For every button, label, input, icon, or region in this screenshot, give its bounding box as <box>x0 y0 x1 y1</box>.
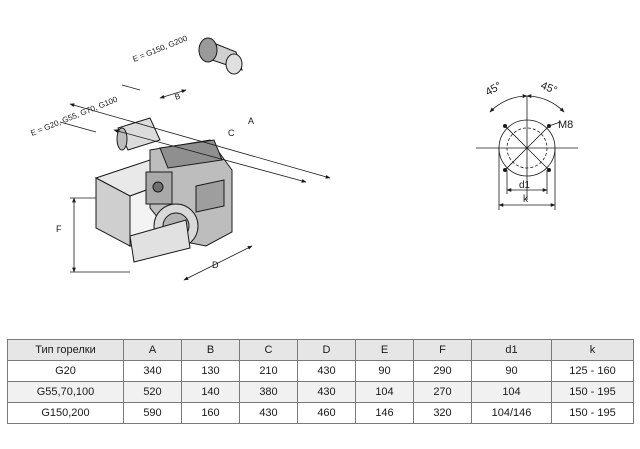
table-cell: 90 <box>355 360 414 382</box>
header-f: F <box>413 339 472 361</box>
header-c: C <box>239 339 298 361</box>
table-cell: 104 <box>355 381 414 403</box>
table-cell: 104/146 <box>471 402 552 424</box>
table-cell: 130 <box>181 360 240 382</box>
table-cell: 104 <box>471 381 552 403</box>
table-row: G150,200 590 160 430 460 146 320 104/146… <box>7 402 634 424</box>
header-type: Тип горелки <box>7 339 124 361</box>
table-cell: G20 <box>7 360 124 382</box>
table-cell: 150 - 195 <box>551 402 634 424</box>
table-cell: 430 <box>239 402 298 424</box>
header-e: E <box>355 339 414 361</box>
flange-bolt-label: M8 <box>558 119 573 131</box>
table-cell: 150 - 195 <box>551 381 634 403</box>
header-b: B <box>181 339 240 361</box>
dimension-a-label: A <box>248 116 254 126</box>
table-cell: 125 - 160 <box>551 360 634 382</box>
table-cell: 460 <box>297 402 356 424</box>
burner-body <box>94 139 233 263</box>
table-cell: G150,200 <box>7 402 124 424</box>
dimension-b-label: B <box>173 92 181 102</box>
table-cell: 140 <box>181 381 240 403</box>
table-cell: 210 <box>239 360 298 382</box>
dimension-e-large-label: E = G150, G200 <box>131 34 189 64</box>
table-cell: G55,70,100 <box>7 381 124 403</box>
dimension-c-label: C <box>228 128 235 138</box>
flange-angle-right-label: 45° <box>539 80 559 97</box>
table-cell: 520 <box>123 381 182 403</box>
dimension-d-label: D <box>212 260 219 270</box>
burner-dimension-drawing: E = G20, G55, G70, G100 E = G150, G200 A… <box>29 34 578 281</box>
flange-diagram <box>476 94 578 210</box>
dimension-e-small-label: E = G20, G55, G70, G100 <box>29 95 119 138</box>
table-cell: 290 <box>413 360 472 382</box>
flange-k-label: k <box>523 194 529 205</box>
table-cell: 430 <box>297 360 356 382</box>
table-cell: 340 <box>123 360 182 382</box>
dimensions-table: Тип горелки A B C D E F d1 k G20 340 130… <box>7 339 634 424</box>
header-k: k <box>551 339 634 361</box>
table-cell: 146 <box>355 402 414 424</box>
table-header-row: Тип горелки A B C D E F d1 k <box>7 339 634 361</box>
table-cell: 590 <box>123 402 182 424</box>
dimension-f-label: F <box>56 224 62 234</box>
dimension-lines <box>59 84 331 281</box>
table-cell: 90 <box>471 360 552 382</box>
burner-tube-large <box>198 37 243 75</box>
table-cell: 270 <box>413 381 472 403</box>
table-row: G55,70,100 520 140 380 430 104 270 104 1… <box>7 381 634 403</box>
table-row: G20 340 130 210 430 90 290 90 125 - 160 <box>7 360 634 382</box>
table-cell: 380 <box>239 381 298 403</box>
table-cell: 430 <box>297 381 356 403</box>
burner-tube-small <box>116 117 161 151</box>
header-d: D <box>297 339 356 361</box>
table-cell: 160 <box>181 402 240 424</box>
flange-angle-left-label: 45° <box>484 80 504 99</box>
flange-d1-label: d1 <box>519 180 531 191</box>
flange-bolt-holes <box>503 124 551 172</box>
table-cell: 320 <box>413 402 472 424</box>
header-a: A <box>123 339 182 361</box>
header-d1: d1 <box>471 339 552 361</box>
